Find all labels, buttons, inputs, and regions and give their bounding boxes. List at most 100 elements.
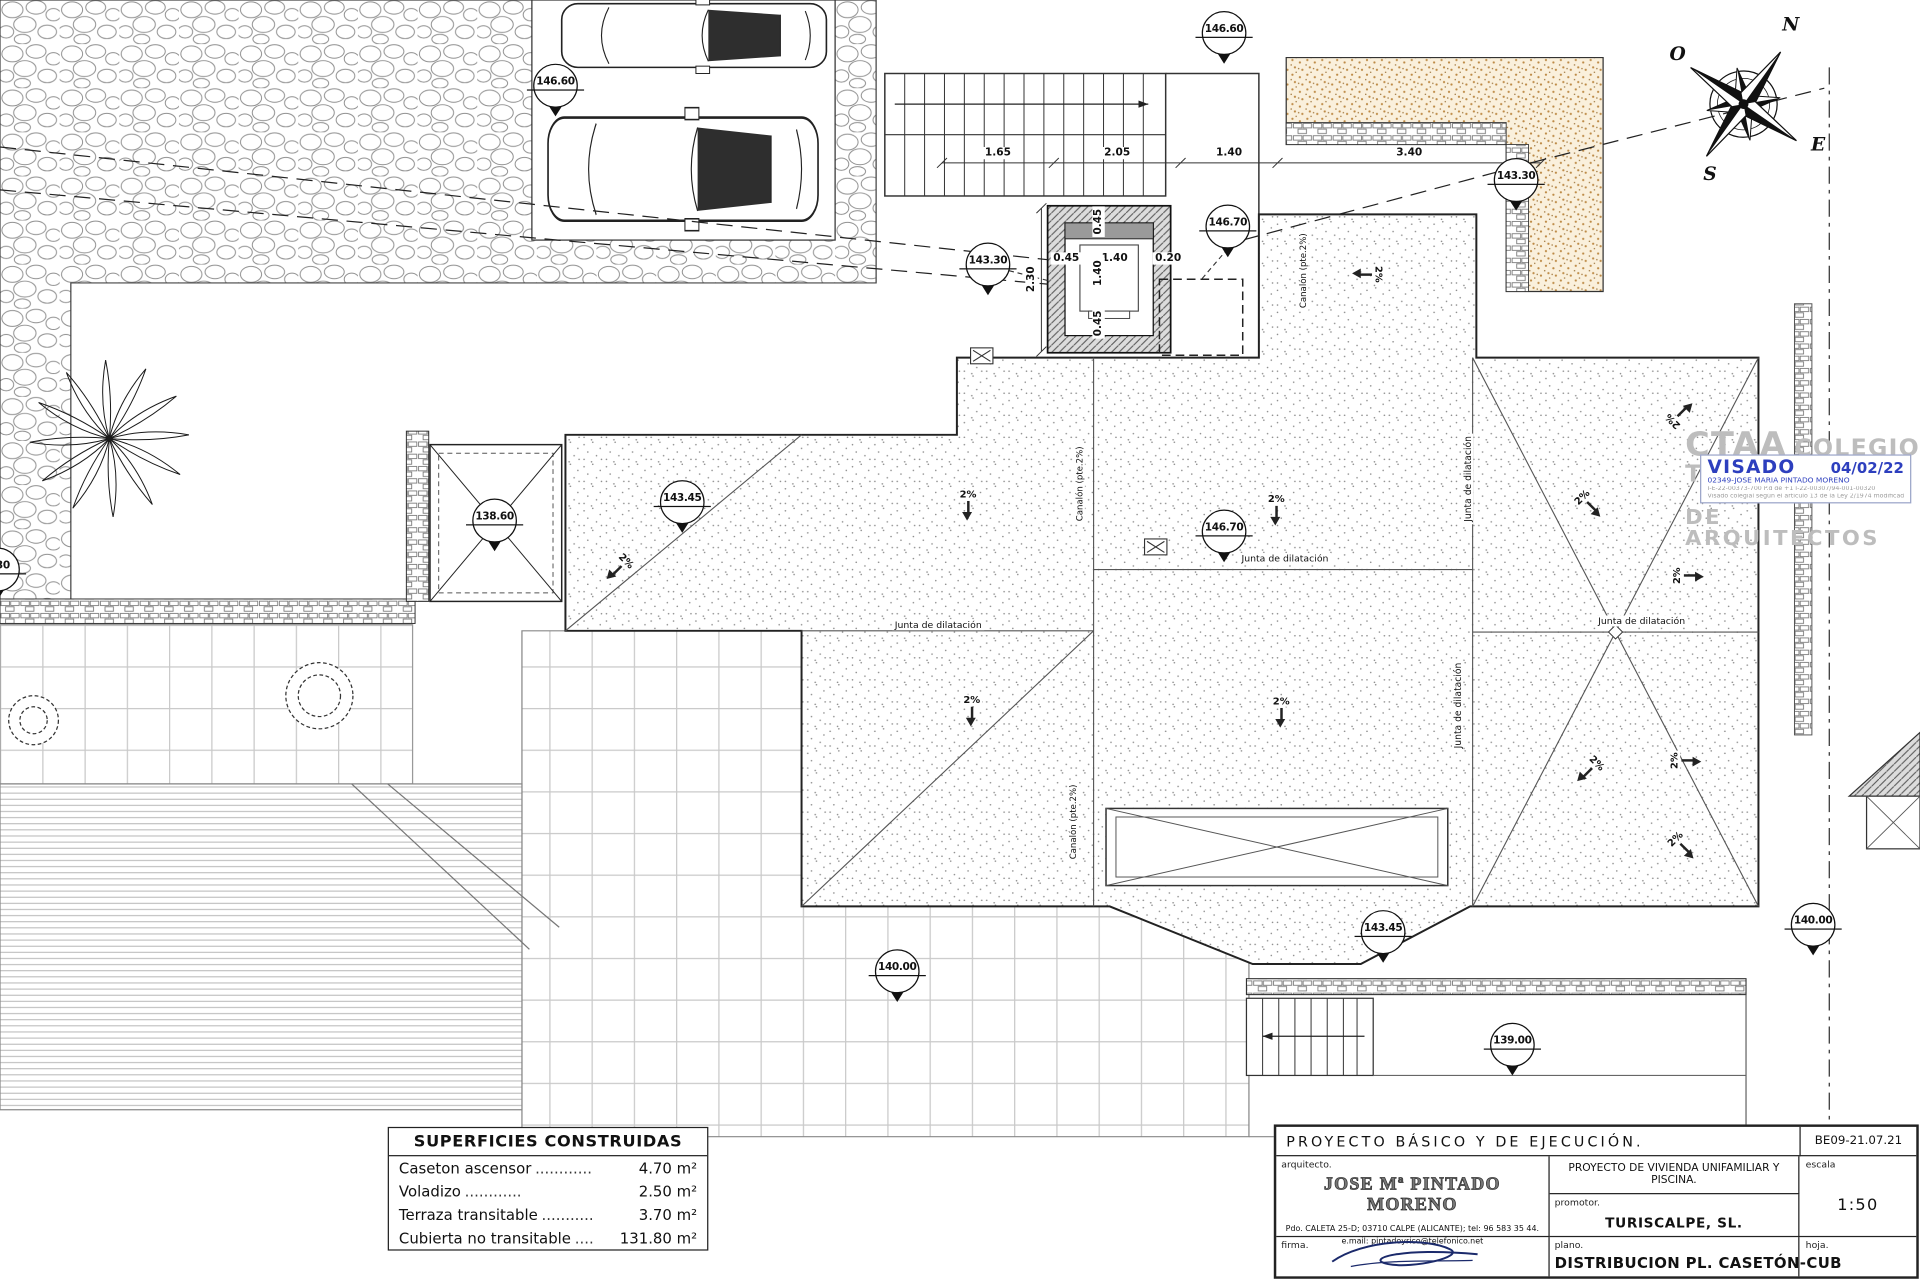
sheet-label: hoja. xyxy=(1805,1239,1829,1251)
stamp-small-line2: Visado colegial según el artículo 13 de … xyxy=(1707,493,1904,500)
slope-arrow-icon xyxy=(1270,505,1281,526)
elevation-marker-circle: 143.45 xyxy=(653,480,711,525)
slope-arrow-icon xyxy=(1582,767,1593,778)
compass-north-label: N xyxy=(1782,13,1800,36)
stamp-visado-date: 04/02/22 xyxy=(1830,459,1904,477)
areas-row: Cubierta no transitable .... 131.80 m² xyxy=(389,1226,707,1249)
areas-row: Terraza transitable ........... 3.70 m² xyxy=(389,1203,707,1226)
elevation-marker-circle: 139.00 xyxy=(1483,1022,1541,1067)
slope-arrow-icon xyxy=(1679,843,1690,854)
plan-cell: plano. DISTRIBUCION PL. CASETÓN-CUB xyxy=(1550,1237,1842,1277)
slope-arrow-icon xyxy=(962,500,973,521)
areas-row-value: 2.50 m² xyxy=(638,1183,698,1201)
title-block: PROYECTO BÁSICO Y DE EJECUCIÓN. BE09-21.… xyxy=(1273,1124,1919,1279)
elevation-tick-icon xyxy=(1806,945,1820,962)
elevation-marker: 138.60 xyxy=(466,498,524,552)
elevation-tick-icon xyxy=(1376,952,1390,969)
stairs-upper xyxy=(884,72,1167,197)
gutter-label: Canalón (pte.2%) xyxy=(1068,782,1079,862)
elevation-marker: 3.30 xyxy=(0,547,27,601)
stamp-visado-box: VISADO 04/02/22 02349-JOSE MARIA PINTADO… xyxy=(1700,454,1912,504)
scale-value: 1:50 xyxy=(1837,1196,1879,1216)
stone-edging-h xyxy=(1285,122,1507,145)
bush-small xyxy=(8,695,60,746)
palm-tree xyxy=(29,360,189,517)
elevation-tick-icon xyxy=(891,992,904,1008)
architect-name: JOSE Mª PINTADO MORENO xyxy=(1323,1174,1501,1216)
expansion-joint-label: Junta de dilatación xyxy=(1462,433,1474,525)
expansion-joint-label: Junta de dilatación xyxy=(1238,553,1331,565)
stamp-small-line1: I-E-22-00373-700 P.d de +1 I-22-00307/94… xyxy=(1707,486,1876,493)
fence-right xyxy=(1793,303,1813,736)
elevation-marker-circle: 140.00 xyxy=(1784,902,1842,947)
dimension-label: 1.65 xyxy=(982,146,1014,160)
elevation-marker: 140.00 xyxy=(868,949,926,1002)
slope-label: 2% xyxy=(1671,566,1683,586)
elevation-marker-value: 143.45 xyxy=(662,492,702,505)
elevation-marker: 143.45 xyxy=(1354,910,1412,963)
dimension-lines xyxy=(936,157,1547,357)
slope-arrow: 2% xyxy=(962,694,982,727)
areas-row-dots: ........... xyxy=(541,1206,594,1224)
slope-arrow: 2% xyxy=(1359,264,1385,284)
slope-label: 2% xyxy=(1271,695,1291,707)
gutter-label: Canalón (pte.2%) xyxy=(1074,443,1085,524)
elevation-marker: 143.45 xyxy=(653,480,711,533)
car-bottom xyxy=(546,106,820,232)
elevation-marker-circle: 146.60 xyxy=(526,63,585,108)
areas-row-value: 3.70 m² xyxy=(638,1206,698,1224)
elevation-marker-circle: 3.30 xyxy=(0,547,27,592)
elevation-marker: 146.60 xyxy=(1195,11,1253,64)
areas-row-label: Voladizo xyxy=(398,1183,461,1201)
project-description: PROYECTO DE VIVIENDA UNIFAMILIAR Y PISCI… xyxy=(1549,1156,1800,1195)
elevation-tick-icon xyxy=(1506,1065,1519,1082)
skylight xyxy=(1105,807,1449,887)
slope-arrow-icon xyxy=(966,706,977,727)
promoter-cell: promotor. TURISCALPE, SL. xyxy=(1549,1194,1800,1238)
elevation-marker-value: 146.60 xyxy=(1204,23,1244,36)
slope-label: 2% xyxy=(1373,264,1385,284)
areas-row-dots: ............ xyxy=(535,1159,592,1178)
elevation-tick-icon xyxy=(549,106,562,123)
slope-arrow-icon xyxy=(1681,759,1694,762)
dimension-label: 1.40 xyxy=(1092,257,1105,289)
areas-row: Voladizo ............ 2.50 m² xyxy=(389,1180,707,1203)
expansion-joint-label: Junta de dilatación xyxy=(1452,660,1464,751)
areas-row-label: Caseton ascensor xyxy=(398,1159,532,1178)
areas-table-title: SUPERFICIES CONSTRUIDAS xyxy=(388,1128,708,1157)
elevation-marker: 143.30 xyxy=(1487,158,1545,211)
stone-wall-h xyxy=(0,598,416,624)
elevation-tick-icon xyxy=(676,523,689,539)
neighbor-corner xyxy=(1847,731,1920,850)
slope-arrow: 2% xyxy=(958,488,978,521)
slope-label: 2% xyxy=(1266,493,1286,505)
slope-label: 2% xyxy=(1668,751,1681,771)
areas-row-dots: ............ xyxy=(464,1183,522,1201)
stamp-colegio: COLEGIO xyxy=(1794,434,1920,462)
elevation-marker-value: 143.30 xyxy=(1496,170,1536,183)
slope-arrow-icon xyxy=(1275,707,1286,728)
architect-address: Pdo. CALETA 25-D; 03710 CALPE (ALICANTE)… xyxy=(1285,1223,1540,1234)
plan-label: plano. xyxy=(1554,1239,1584,1251)
stamp-org-row3: DE ARQUITECTOS xyxy=(1685,505,1881,552)
elevation-marker: 146.70 xyxy=(1195,509,1253,563)
slope-arrow-icon xyxy=(1359,273,1372,276)
dashed-shaft-outline xyxy=(1158,278,1244,356)
elevation-marker-value: 146.60 xyxy=(536,75,575,89)
promoter-label: promotor. xyxy=(1554,1196,1600,1208)
plan-name: DISTRIBUCION PL. CASETÓN-CUB xyxy=(1554,1254,1842,1272)
elevation-marker-value: 138.60 xyxy=(475,510,514,524)
elevation-marker-circle: 146.70 xyxy=(1199,204,1257,249)
visado-stamp: CTAA COLEGIO TERRITORIAL DE ARQUITECTOS … xyxy=(1685,429,1920,552)
elevator-shaft xyxy=(1046,204,1172,354)
sheet-cell: hoja. xyxy=(1799,1237,1916,1276)
signature-label: firma. xyxy=(1281,1239,1309,1251)
slope-arrow: 2% xyxy=(1671,566,1697,586)
elevation-marker-value: 146.70 xyxy=(1204,521,1244,535)
signature-icon xyxy=(1331,1241,1478,1268)
project-header: PROYECTO BÁSICO Y DE EJECUCIÓN. xyxy=(1276,1127,1800,1157)
dimension-label: 3.40 xyxy=(1393,146,1425,160)
project-code: BE09-21.07.21 xyxy=(1799,1126,1917,1157)
